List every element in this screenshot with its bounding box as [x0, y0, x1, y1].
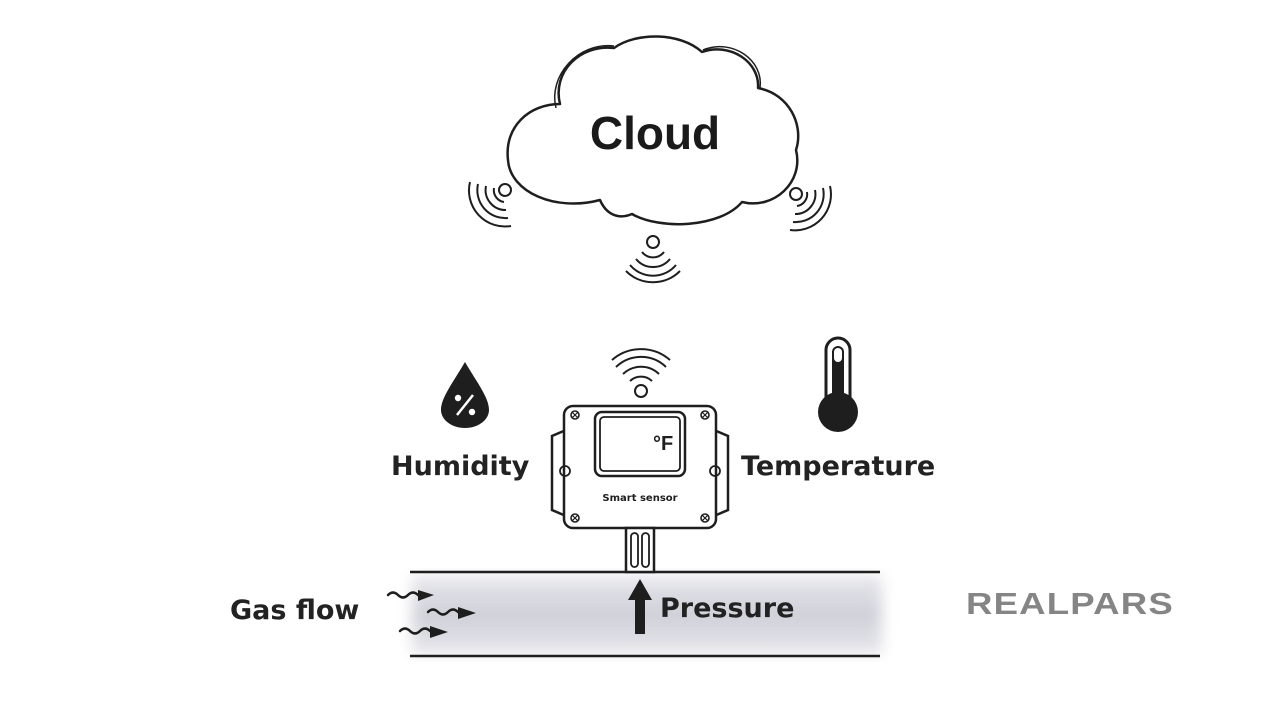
sensor-label: Smart sensor	[602, 493, 678, 504]
pressure-label: Pressure	[660, 593, 795, 624]
realpars-logo: REALPARS	[966, 586, 1174, 621]
temperature-label: Temperature	[741, 451, 936, 482]
humidity-label: Humidity	[391, 451, 530, 482]
gas-flow-label: Gas flow	[230, 595, 360, 626]
cloud-label: Cloud	[589, 107, 721, 159]
sensor-unit: °F	[653, 433, 674, 455]
